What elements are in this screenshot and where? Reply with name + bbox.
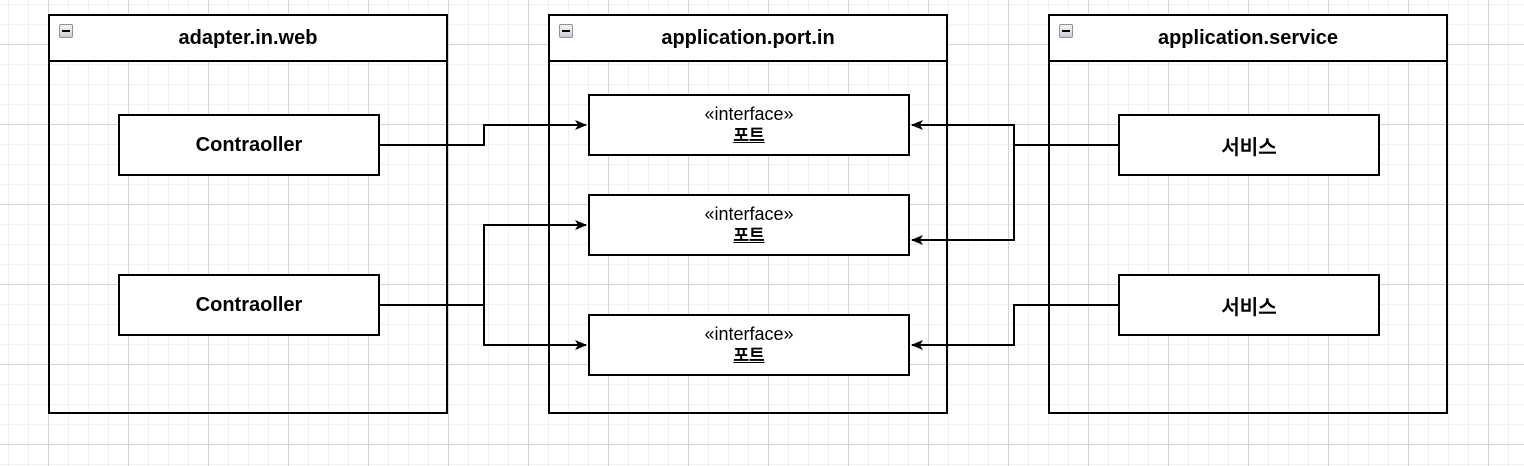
service-label: 서비스 — [1221, 136, 1277, 159]
controller-node[interactable]: Contraoller — [118, 274, 380, 336]
package-title: adapter.in.web — [178, 26, 318, 49]
controller-label: Contraoller — [195, 293, 303, 316]
package-header: adapter.in.web — [50, 16, 446, 62]
service-node[interactable]: 서비스 — [1118, 274, 1380, 336]
port-name: 포트 — [733, 346, 765, 365]
stereotype-label: «interface» — [704, 204, 794, 224]
package-adapter-in-web[interactable]: adapter.in.web — [48, 14, 448, 414]
controller-label: Contraoller — [195, 133, 303, 156]
port-interface-node[interactable]: «interface» 포트 — [588, 94, 910, 156]
port-name: 포트 — [733, 226, 765, 245]
stereotype-label: «interface» — [704, 104, 794, 124]
package-application-service[interactable]: application.service — [1048, 14, 1448, 414]
package-title: application.service — [1157, 26, 1339, 49]
package-title: application.port.in — [661, 26, 835, 49]
package-header: application.service — [1050, 16, 1446, 62]
package-application-port-in[interactable]: application.port.in — [548, 14, 948, 414]
collapse-minus-icon[interactable] — [59, 24, 73, 38]
port-interface-node[interactable]: «interface» 포트 — [588, 314, 910, 376]
stereotype-label: «interface» — [704, 324, 794, 344]
port-name: 포트 — [733, 126, 765, 145]
port-interface-node[interactable]: «interface» 포트 — [588, 194, 910, 256]
service-label: 서비스 — [1221, 296, 1277, 319]
collapse-minus-icon[interactable] — [559, 24, 573, 38]
collapse-minus-icon[interactable] — [1059, 24, 1073, 38]
service-node[interactable]: 서비스 — [1118, 114, 1380, 176]
package-header: application.port.in — [550, 16, 946, 62]
controller-node[interactable]: Contraoller — [118, 114, 380, 176]
